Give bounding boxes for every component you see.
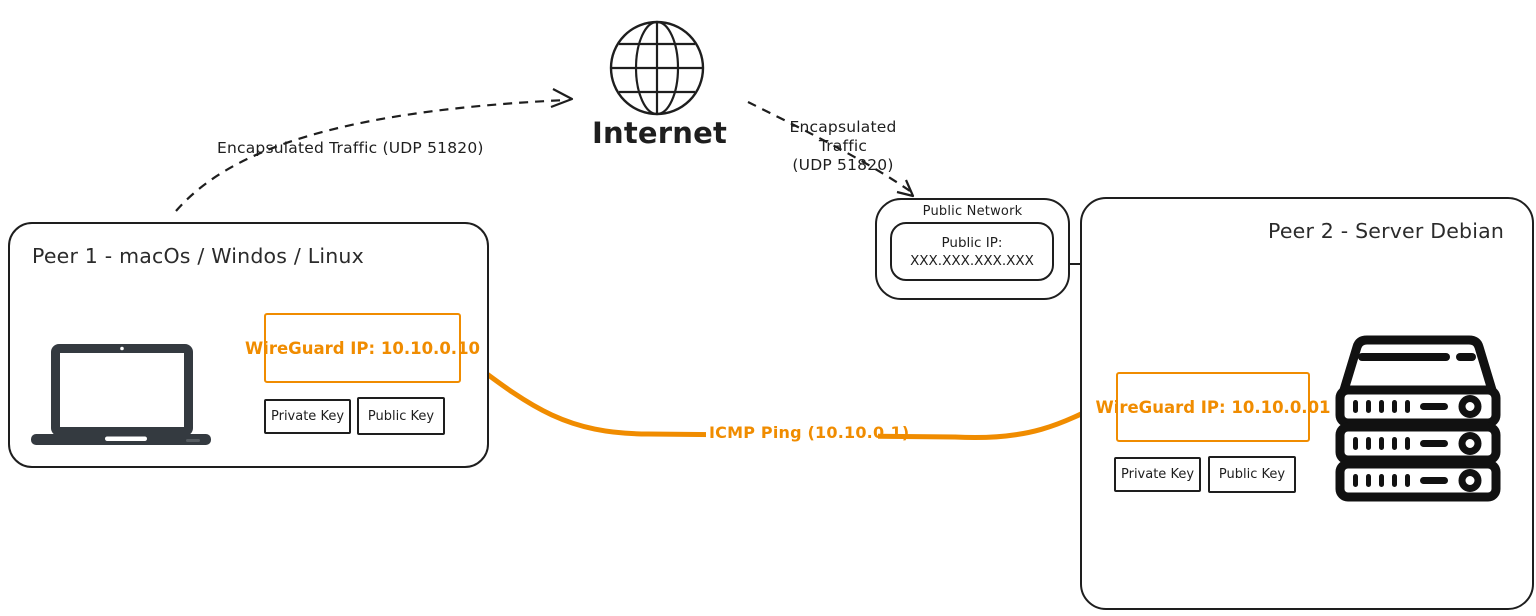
- peer1-public-key-box: Public Key: [357, 397, 445, 435]
- internet-label: Internet: [592, 116, 728, 150]
- encapsulated-traffic-label-left: Encapsulated Traffic (UDP 51820): [217, 139, 484, 157]
- encapsulated-traffic-label-right-line1: Encapsulated Traffic: [789, 118, 897, 155]
- peer1-title: Peer 1 - macOs / Windos / Linux: [32, 244, 364, 268]
- laptop-icon: [31, 344, 211, 445]
- public-ip-box: Public IP: XXX.XXX.XXX.XXX: [890, 222, 1054, 281]
- icmp-ping-label: ICMP Ping (10.10.0.1): [706, 422, 909, 443]
- peer2-wireguard-ip-text: WireGuard IP: 10.10.0.01: [1095, 397, 1331, 417]
- peer2-public-key-box: Public Key: [1208, 456, 1296, 493]
- public-network-box: Public Network Public IP: XXX.XXX.XXX.XX…: [875, 198, 1070, 300]
- peer2-private-key-box: Private Key: [1114, 457, 1201, 492]
- peer2-private-key-label: Private Key: [1120, 467, 1195, 482]
- peer2-title: Peer 2 - Server Debian: [1268, 219, 1505, 243]
- globe-icon: [609, 20, 705, 116]
- encapsulated-traffic-label-right: Encapsulated Traffic (UDP 51820): [763, 118, 923, 175]
- public-ip-label: Public IP:: [941, 234, 1003, 251]
- peer1-private-key-label: Private Key: [270, 409, 345, 424]
- peer1-private-key-box: Private Key: [264, 399, 351, 434]
- public-network-title: Public Network: [922, 204, 1023, 219]
- peer1-wireguard-ip-text: WireGuard IP: 10.10.0.10: [244, 338, 481, 358]
- public-ip-value: XXX.XXX.XXX.XXX: [910, 252, 1034, 269]
- peer1-wireguard-ip-box: WireGuard IP: 10.10.0.10: [245, 313, 480, 383]
- peer2-wireguard-ip-box: WireGuard IP: 10.10.0.01: [1095, 372, 1331, 442]
- peer1-box: Peer 1 - macOs / Windos / Linux WireGuar…: [8, 222, 489, 468]
- peer1-public-key-label: Public Key: [367, 408, 435, 424]
- peer2-box: Peer 2 - Server Debian WireGuard IP: 10.…: [1080, 197, 1534, 610]
- server-rack-icon: [1335, 335, 1501, 502]
- peer2-public-key-label: Public Key: [1218, 467, 1286, 482]
- encapsulated-traffic-label-right-line2: (UDP 51820): [792, 156, 894, 174]
